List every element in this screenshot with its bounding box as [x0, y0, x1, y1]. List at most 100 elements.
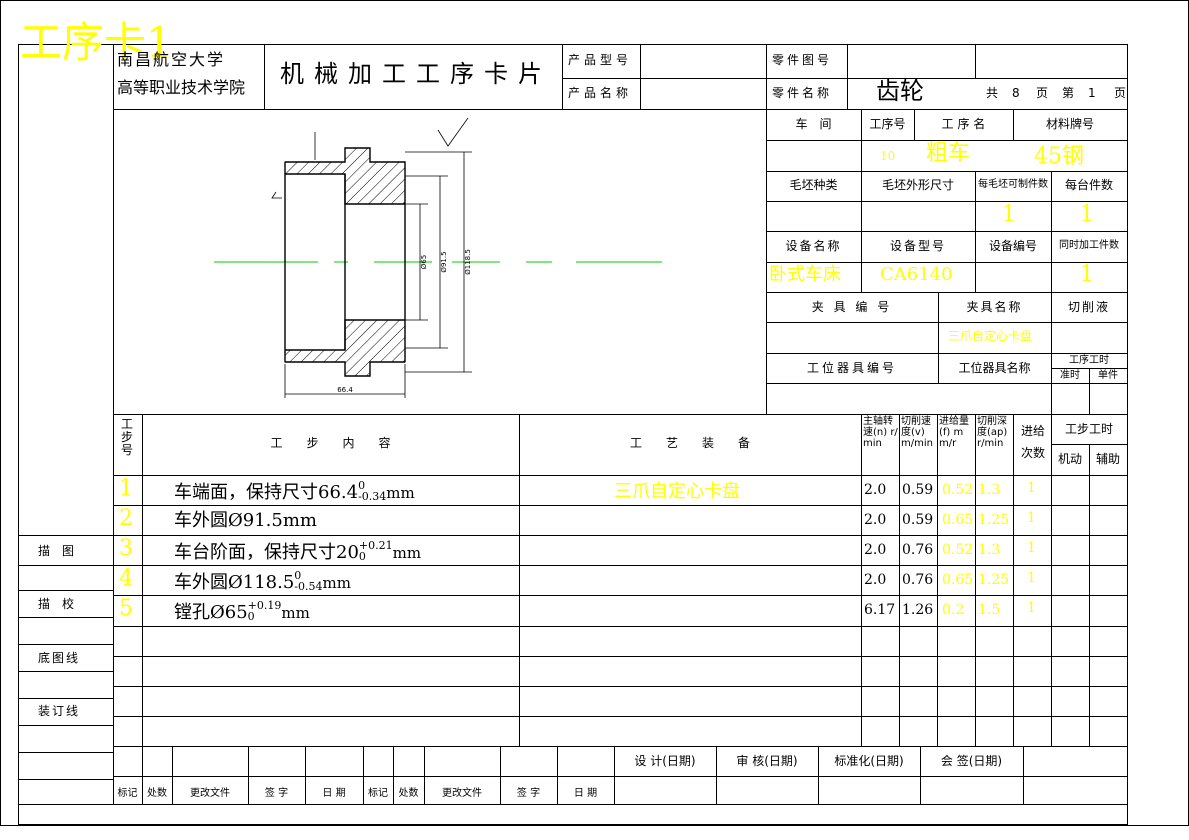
step-spindle: 2.0 [864, 572, 887, 588]
step-depth: 1.3 [978, 542, 1001, 558]
tolerance-upper: +0.19 [247, 599, 282, 612]
tolerance: 0-0.34 [358, 480, 386, 502]
equipment-header: 工 艺 装 备 [629, 436, 750, 450]
equip-name-label: 设备名称 [785, 239, 842, 253]
step-feed: 0.2 [942, 602, 965, 618]
tolerance-lower: 0 [358, 550, 366, 563]
step-no: 5 [119, 596, 133, 621]
step-depth: 1.5 [978, 602, 1001, 618]
step-feed: 0.52 [942, 482, 974, 498]
total-pages-prefix: 共 [986, 86, 999, 100]
speed-header: 切削速度(v) m/min [901, 416, 933, 449]
footer-change-doc: 更改文件 [190, 788, 230, 799]
step-feed: 0.52 [942, 542, 974, 558]
unit-time-label: 单件 [1098, 370, 1118, 381]
part-name: 齿轮 [876, 77, 924, 105]
card-title: 机械加工工序卡片 [280, 60, 552, 88]
fixture-no-label: 夹 具 编 号 [811, 300, 893, 314]
step-no: 1 [119, 476, 133, 501]
side-check: 描 校 [38, 597, 75, 611]
footer-standard: 标准化(日期) [834, 754, 904, 768]
op-name: 粗车 [926, 141, 971, 166]
step-passes: 1 [1027, 540, 1036, 556]
fixture-name-label: 夹具名称 [966, 300, 1023, 314]
step-time-header: 工步工时 [1064, 422, 1113, 436]
tolerance-lower: -0.54 [294, 580, 323, 593]
step-content-text: 车端面，保持尺寸66.4 [174, 482, 359, 503]
step-content-text: 车台阶面，保持尺寸20 [174, 542, 359, 563]
step-unit: mm [281, 604, 310, 622]
page-no: 1 [1088, 86, 1096, 100]
step-content-text: 车外圆Ø91.5mm [174, 510, 317, 531]
material: 45钢 [1034, 144, 1084, 169]
page-prefix: 第 [1062, 86, 1075, 100]
tolerance-lower: -0.34 [358, 490, 387, 503]
step-no-header: 工步号 [120, 417, 133, 457]
step-speed: 0.76 [902, 542, 934, 558]
step-speed: 0.59 [902, 482, 934, 498]
side-drawing: 描 图 [38, 544, 75, 558]
simul-parts-label: 同时加工件数 [1059, 240, 1119, 251]
tolerance-lower: 0 [247, 610, 255, 623]
school-line2: 高等职业技术学院 [117, 78, 246, 97]
page-unit: 页 [1036, 86, 1049, 100]
coolant-label: 切削液 [1067, 300, 1110, 314]
std-time-label: 准时 [1060, 370, 1080, 381]
step-unit: mm [386, 484, 415, 502]
footer-count: 处数 [147, 788, 167, 799]
feed-header: 进给量(f) mm/r [939, 416, 969, 449]
content-header: 工 步 内 容 [270, 436, 391, 450]
step-unit: mm [392, 544, 422, 562]
part-drawing: Ø65 Ø91.5 Ø118.5 66.4 [214, 117, 662, 398]
footer-date: 日 期 [322, 788, 346, 799]
step-content: 车外圆Ø91.5mm [174, 512, 317, 530]
parts-per-machine-label: 每台件数 [1064, 178, 1113, 192]
total-pages: 8 [1012, 86, 1020, 100]
part-drawing-label: 零件图号 [772, 53, 833, 67]
aux-time-header: 辅助 [1095, 452, 1120, 466]
bore-dimension: Ø65 [420, 255, 428, 269]
step-no: 2 [119, 506, 133, 531]
equip-model: CA6140 [880, 264, 953, 285]
footer-count2: 处数 [398, 788, 419, 799]
op-no-label: 工序号 [869, 117, 906, 131]
station-tool-no-label: 工位器具编号 [806, 361, 897, 375]
op-no: 10 [880, 149, 896, 163]
parts-per-machine: 1 [1080, 202, 1094, 227]
step-no: 3 [119, 536, 133, 561]
footer-change-doc2: 更改文件 [442, 788, 482, 799]
tolerance-upper: +0.21 [358, 539, 393, 552]
footer-design: 设 计(日期) [634, 754, 696, 768]
footer-mark2: 标记 [368, 788, 388, 799]
footer-mark: 标记 [117, 788, 138, 799]
footer-sign: 会 签(日期) [940, 754, 1003, 768]
step-feed: 0.65 [942, 572, 974, 588]
step-unit: mm [322, 574, 351, 592]
step-content-text: 车外圆Ø118.5 [174, 572, 295, 593]
footer-review: 审 核(日期) [736, 754, 798, 768]
step-spindle: 6.17 [864, 602, 896, 618]
step-passes: 1 [1027, 570, 1036, 586]
svg-text:Ø91.5: Ø91.5 [440, 251, 448, 272]
step-depth: 1.25 [978, 512, 1010, 528]
station-tool-name-label: 工位器具名称 [958, 361, 1031, 375]
page-unit2: 页 [1114, 86, 1127, 100]
step-spindle: 2.0 [864, 482, 887, 498]
step-no: 4 [119, 566, 133, 591]
blank-type-label: 毛坯种类 [789, 178, 838, 192]
tolerance: 0-0.54 [294, 570, 322, 592]
od-dimension: Ø118.5 [464, 249, 472, 275]
op-name-label: 工 序 名 [941, 117, 986, 131]
op-time-label: 工序工时 [1069, 355, 1109, 366]
tolerance-upper: 0 [358, 479, 366, 492]
spindle-header: 主轴转速(n) r/min [863, 416, 898, 449]
tolerance-upper: 0 [294, 569, 302, 582]
passes-header: 进给次数 [1020, 424, 1045, 460]
fixture-name: 三爪自定心卡盘 [948, 329, 1033, 343]
